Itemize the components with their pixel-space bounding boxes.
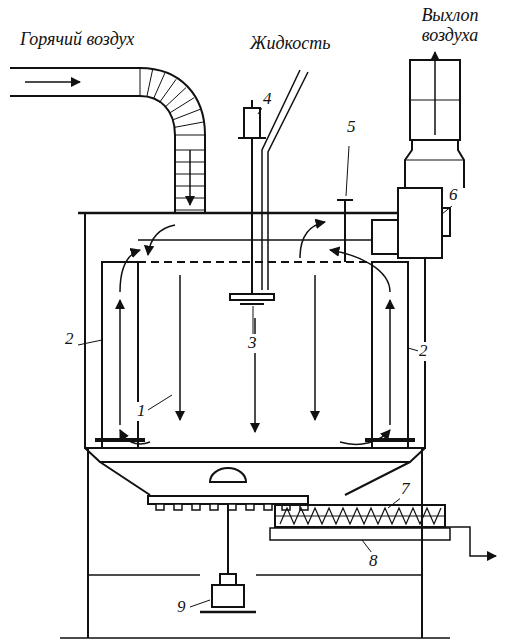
callout-number: 4 xyxy=(262,90,273,109)
callout-number: 2 xyxy=(418,342,429,361)
atomizer-disc xyxy=(230,294,274,300)
flow-label: Жидкость xyxy=(250,34,350,54)
inlet-duct xyxy=(10,68,205,213)
callout-number: 3 xyxy=(247,334,258,353)
atomizer-drive xyxy=(244,108,260,138)
exhaust-fan xyxy=(398,188,442,258)
callout-number: 9 xyxy=(176,598,187,617)
screw-conveyor xyxy=(275,505,445,527)
flow-label: Горячий воздух xyxy=(20,30,170,50)
callout-number: 6 xyxy=(448,186,459,205)
drying-chamber xyxy=(85,213,425,448)
flow-label: Выхлоп воздуха xyxy=(405,6,495,46)
callout-number: 8 xyxy=(368,552,379,571)
scraper-drive xyxy=(212,585,244,607)
callout-number: 7 xyxy=(400,480,411,499)
callout-number: 5 xyxy=(346,118,357,137)
callout-number: 1 xyxy=(136,402,147,421)
scraper xyxy=(148,496,308,504)
inlet-duct xyxy=(10,96,175,213)
hopper xyxy=(85,448,425,462)
callout-number: 2 xyxy=(64,330,75,349)
